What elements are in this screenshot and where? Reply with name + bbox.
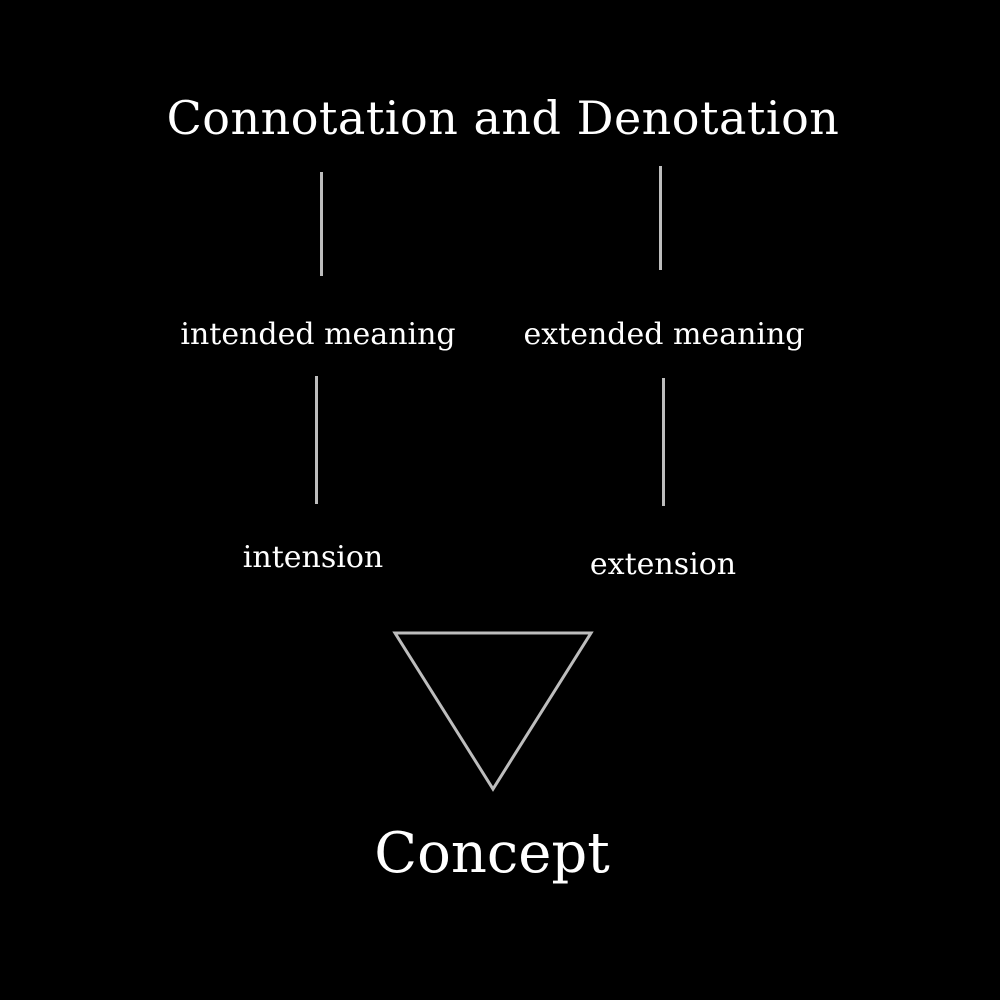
label-extension: extension <box>589 547 737 582</box>
connector-line-intended-top <box>320 172 323 276</box>
label-intension: intension <box>242 540 384 575</box>
label-extended-meaning: extended meaning <box>523 317 805 352</box>
triangle-shape <box>392 631 594 792</box>
inverted-triangle-icon <box>392 631 594 792</box>
label-concept: Concept <box>374 821 610 886</box>
label-intended-meaning: intended meaning <box>180 317 456 352</box>
connector-line-intension <box>315 376 318 504</box>
connector-line-extended-top <box>659 166 662 270</box>
connector-line-extension <box>662 378 665 506</box>
diagram-title: Connotation and Denotation <box>166 91 840 145</box>
